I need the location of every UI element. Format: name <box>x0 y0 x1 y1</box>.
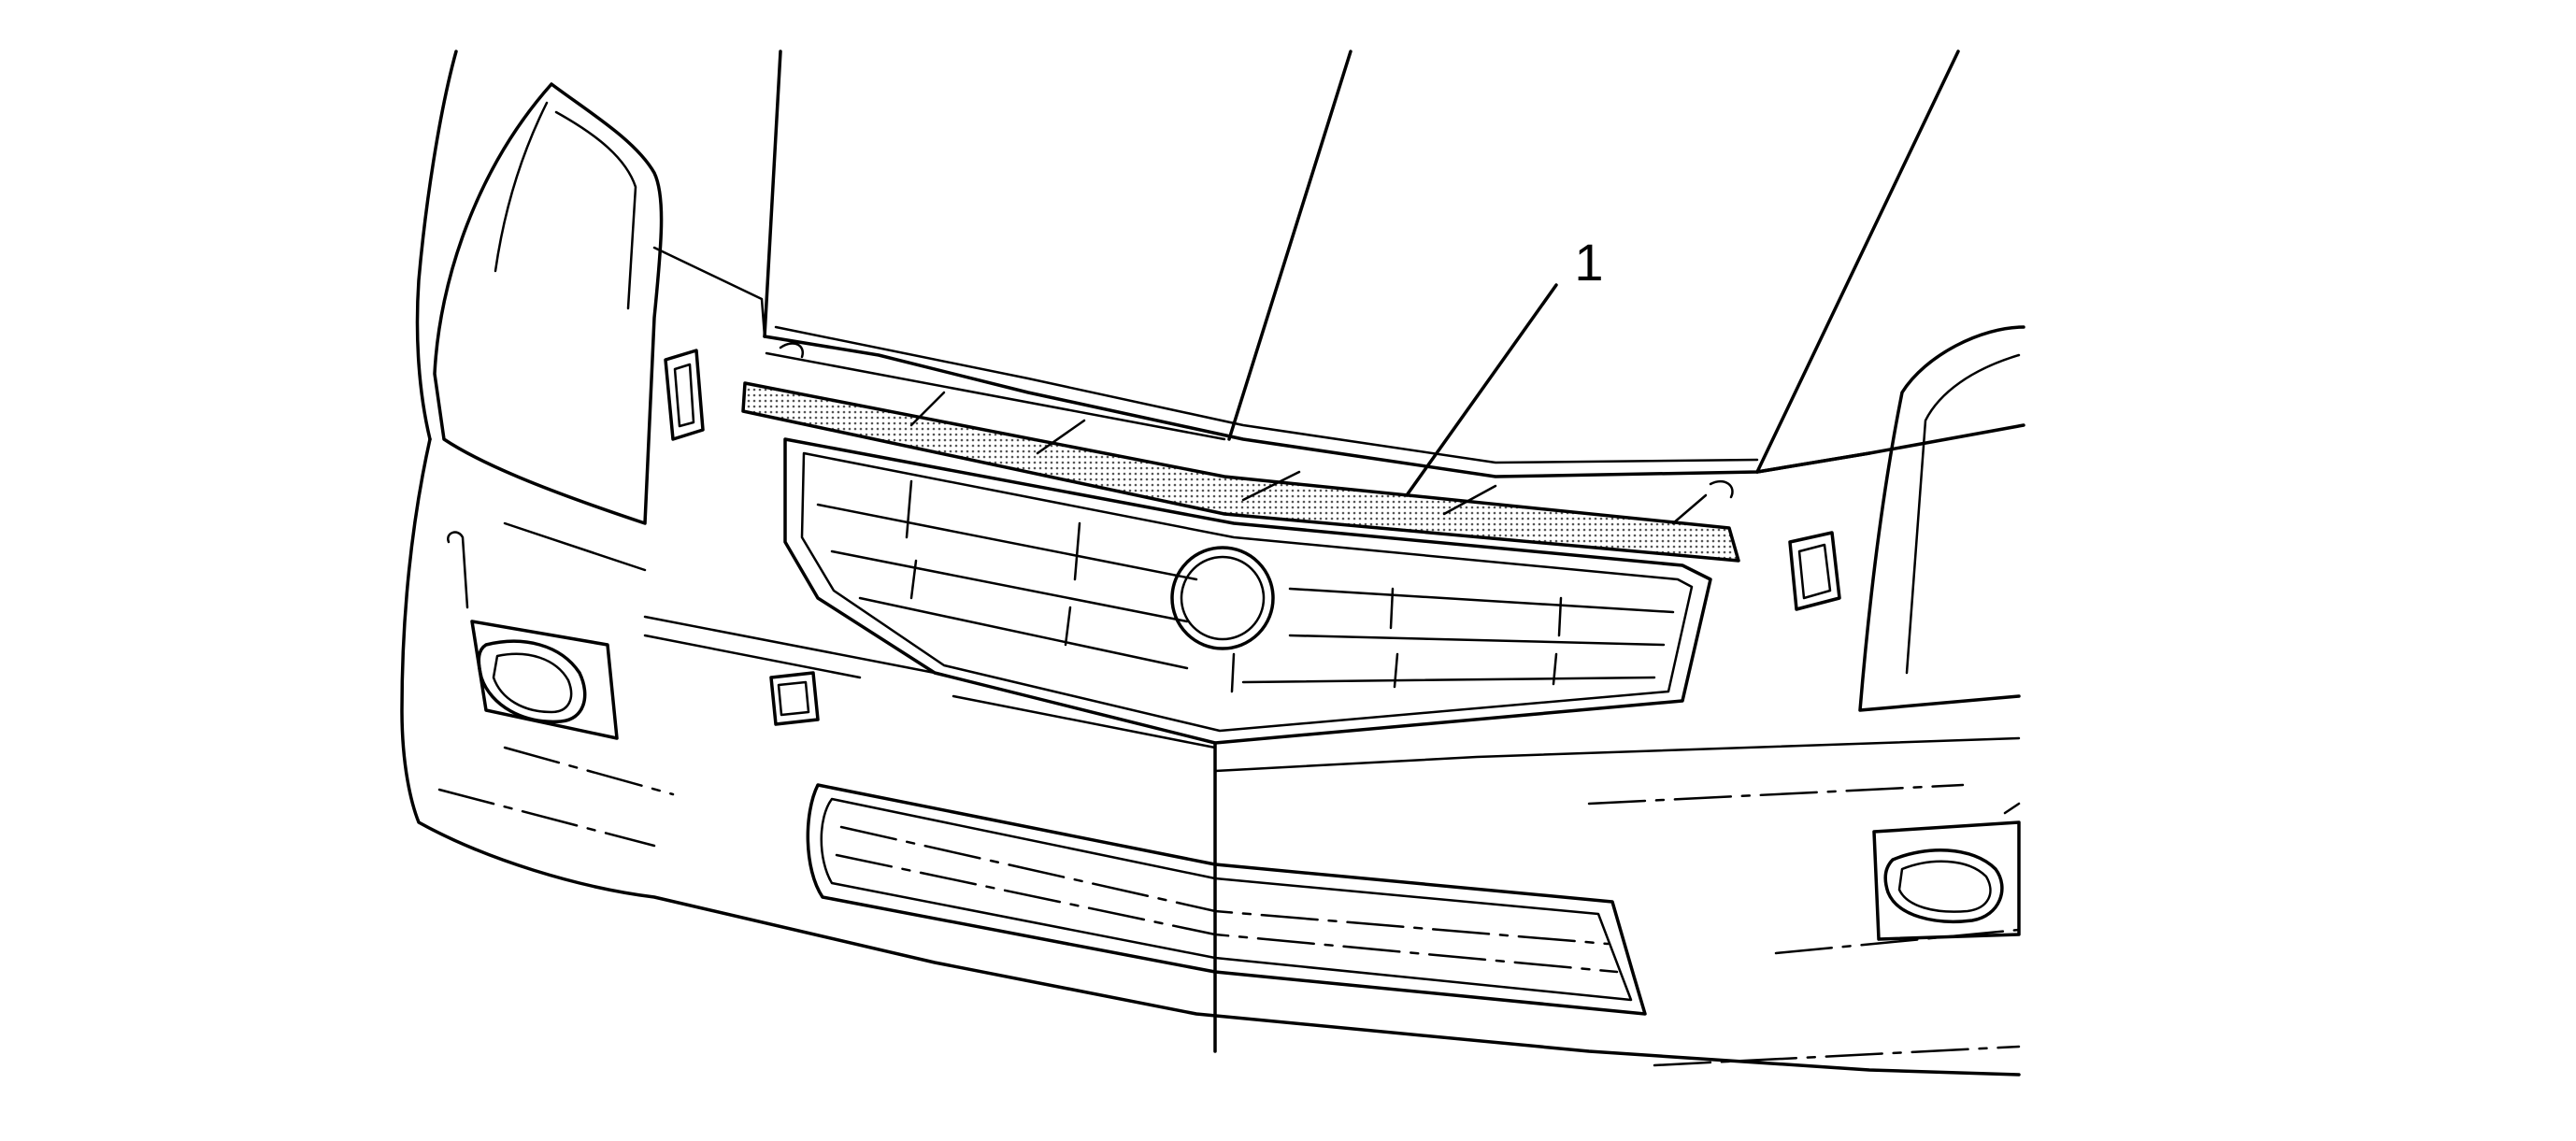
left-lower-marker <box>769 671 820 726</box>
callout-leader-line <box>1405 283 1558 497</box>
right-fog-lamp <box>1872 802 2021 941</box>
hood <box>763 50 1960 478</box>
lower-air-intake <box>806 783 1647 1016</box>
right-headlamp <box>1755 325 2025 712</box>
callout-label-1: 1 <box>1574 233 1603 292</box>
front-bumper <box>400 437 2021 1077</box>
left-side-marker <box>664 349 705 441</box>
left-fog-lamp <box>447 531 619 740</box>
emblem <box>1170 546 1275 650</box>
right-side-marker <box>1788 531 1841 611</box>
grille <box>783 437 1712 773</box>
left-headlamp <box>415 50 766 525</box>
grille-upper-molding <box>741 342 1740 563</box>
